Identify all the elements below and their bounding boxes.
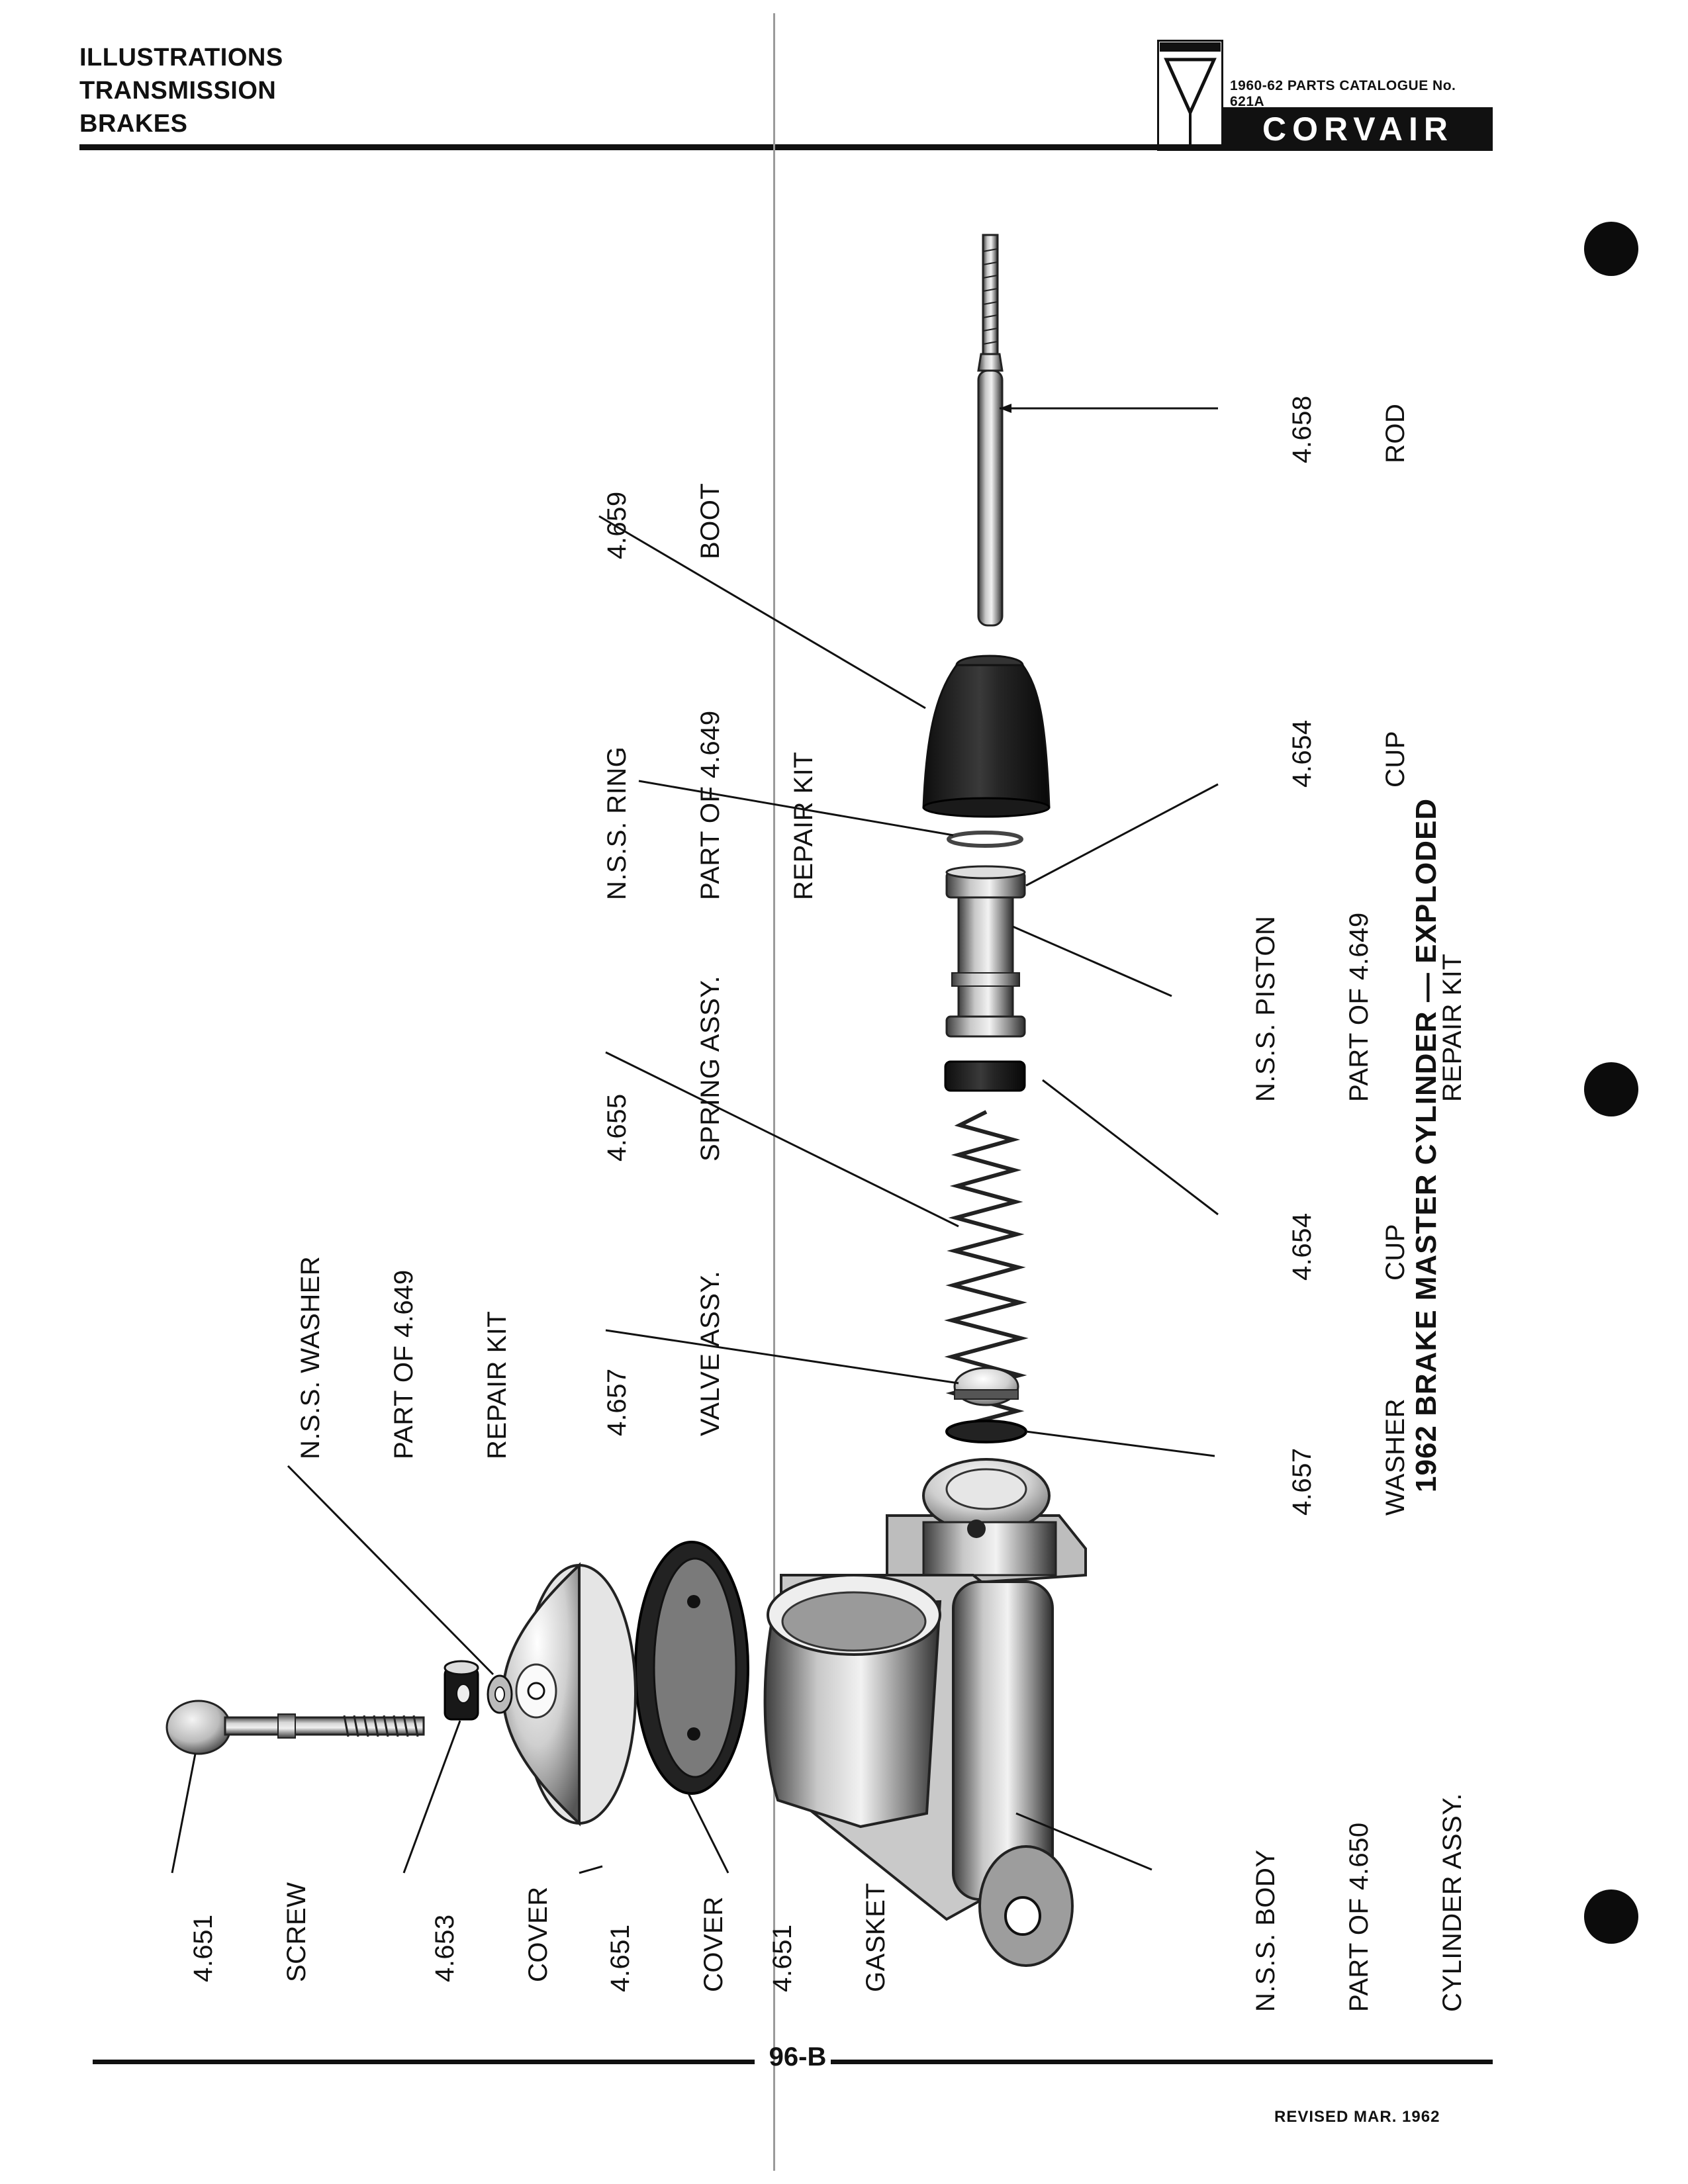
label-ring-line2: PART OF 4.649 — [696, 710, 725, 900]
page-number: 96-B — [769, 2042, 827, 2071]
screw-part — [165, 1700, 425, 1755]
label-rod-number: 4.658 — [1288, 395, 1317, 463]
label-cup-bottom-name: CUP — [1381, 1224, 1410, 1281]
label-cup-top-number: 4.654 — [1288, 719, 1317, 788]
corvair-emblem-icon — [1157, 40, 1223, 151]
label-gasket-name: GASKET — [861, 1882, 890, 1992]
rod-part — [977, 234, 1004, 627]
label-nss-washer-line1: N.S.S. WASHER — [296, 1255, 325, 1459]
label-screw: 4.651 SCREW — [126, 1882, 375, 1982]
ring-part — [947, 831, 1023, 848]
nss-washer-part — [487, 1674, 513, 1714]
footer-rule-right — [831, 2060, 1493, 2064]
binder-hole-top — [1584, 222, 1638, 276]
label-cup-top: 4.654 CUP — [1225, 719, 1474, 788]
label-gasket: 4.651 GASKET — [705, 1883, 954, 1992]
gasket-part — [634, 1541, 749, 1795]
label-spring-name: SPRING ASSY. — [696, 976, 725, 1161]
label-cover-number: 4.651 — [606, 1924, 635, 1992]
binder-hole-bottom — [1584, 1889, 1638, 1944]
label-piston: N.S.S. PISTON PART OF 4.649 REPAIR KIT — [1188, 912, 1530, 1102]
label-cup-bottom-number: 4.654 — [1288, 1212, 1317, 1281]
piston-part — [945, 896, 1026, 1038]
label-gasket-number: 4.651 — [768, 1924, 797, 1992]
cylinder-body-part — [763, 1458, 1087, 1967]
label-valve-name: VALVE ASSY. — [696, 1270, 725, 1436]
label-body-line1: N.S.S. BODY — [1251, 1849, 1280, 2012]
figure-title: 1962 BRAKE MASTER CYLINDER — EXPLODED — [1410, 797, 1442, 1492]
page-fold-line — [773, 13, 775, 2171]
corvair-logo: 1960-62 PARTS CATALOGUE No. 621A CORVAIR — [1157, 40, 1493, 151]
heading-line-brakes: BRAKES — [79, 110, 188, 138]
label-boot-name: BOOT — [696, 482, 725, 559]
cup-top-part — [945, 865, 1026, 899]
label-boot: 4.659 BOOT — [539, 483, 788, 559]
washer-part — [945, 1420, 1027, 1443]
label-boot-number: 4.659 — [602, 491, 632, 559]
label-spring-number: 4.655 — [602, 1093, 632, 1161]
label-small-cover-number: 4.653 — [430, 1914, 459, 1982]
label-piston-line2: PART OF 4.649 — [1344, 912, 1374, 1102]
footer-rule-left — [93, 2060, 755, 2064]
label-body: N.S.S. BODY PART OF 4.650 CYLINDER ASSY. — [1188, 1793, 1530, 2012]
label-nss-washer-line2: PART OF 4.649 — [389, 1269, 418, 1459]
label-screw-number: 4.651 — [189, 1914, 218, 1982]
label-body-line2: PART OF 4.650 — [1344, 1822, 1374, 2012]
brand-name: CORVAIR — [1223, 107, 1493, 151]
reservoir-cover-part — [501, 1562, 637, 1827]
label-washer-number: 4.657 — [1288, 1447, 1317, 1516]
section-heading: ILLUSTRATIONS TRANSMISSION BRAKES — [79, 41, 283, 140]
valve-part — [953, 1367, 1019, 1406]
label-ring: N.S.S. RING PART OF 4.649 REPAIR KIT — [539, 710, 882, 900]
label-rod-name: ROD — [1381, 403, 1410, 463]
label-screw-name: SCREW — [282, 1882, 311, 1982]
heading-line-transmission: TRANSMISSION — [79, 77, 277, 105]
label-piston-line1: N.S.S. PISTON — [1251, 915, 1280, 1102]
label-ring-line3: REPAIR KIT — [789, 751, 818, 900]
heading-line-illustrations: ILLUSTRATIONS — [79, 44, 283, 71]
revision-date: REVISED MAR. 1962 — [1274, 2108, 1440, 2126]
label-nss-washer: N.S.S. WASHER PART OF 4.649 REPAIR KIT — [233, 1256, 575, 1459]
label-washer-name: WASHER — [1381, 1398, 1410, 1516]
label-body-line3: CYLINDER ASSY. — [1438, 1793, 1467, 2012]
label-valve-number: 4.657 — [602, 1368, 632, 1436]
binder-hole-middle — [1584, 1062, 1638, 1116]
leader-lines — [171, 404, 1219, 1874]
header-rule — [79, 144, 1493, 150]
label-valve: 4.657 VALVE ASSY. — [539, 1271, 788, 1436]
catalogue-number: 1960-62 PARTS CATALOGUE No. 621A — [1230, 78, 1456, 109]
label-nss-washer-line3: REPAIR KIT — [483, 1310, 512, 1459]
boot-part — [922, 655, 1051, 818]
small-cover-part — [444, 1660, 479, 1721]
label-rod: 4.658 ROD — [1225, 395, 1474, 463]
cup-bottom-part — [944, 1060, 1026, 1092]
label-spring: 4.655 SPRING ASSY. — [539, 976, 788, 1161]
label-ring-line1: N.S.S. RING — [602, 746, 632, 900]
label-cup-top-name: CUP — [1381, 731, 1410, 788]
